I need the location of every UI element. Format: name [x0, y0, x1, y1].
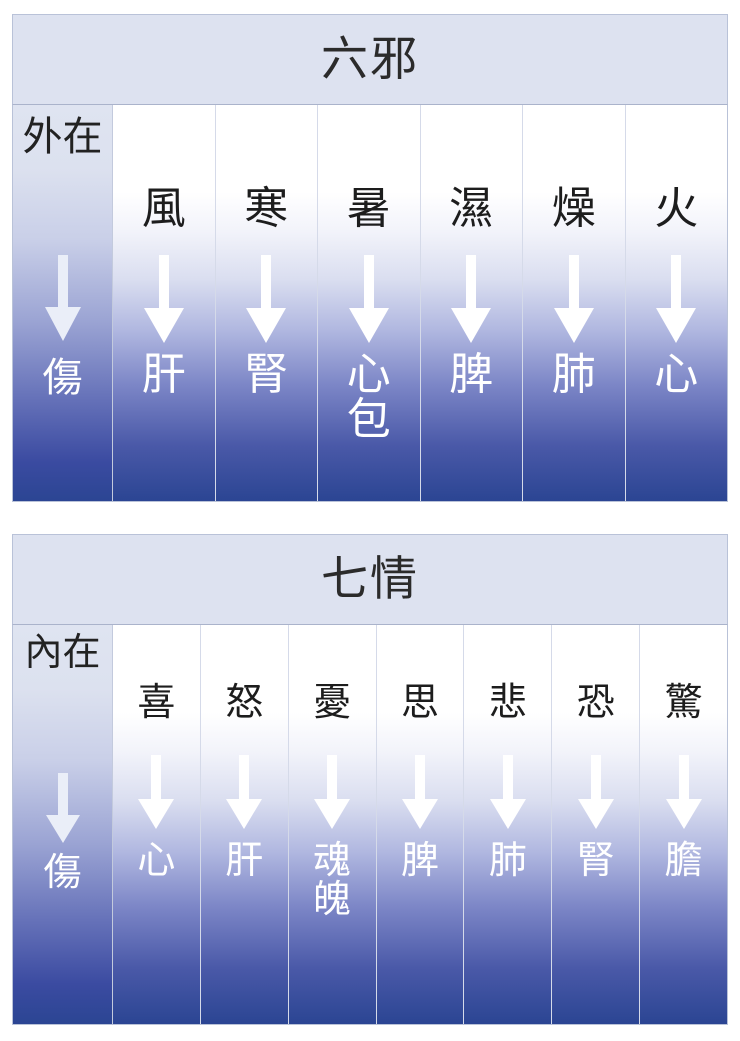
- down-arrow-icon: [224, 755, 264, 831]
- down-arrow-icon: [449, 255, 493, 345]
- label-column-internal: 內在 傷: [13, 625, 113, 1024]
- organ-text: 肺: [551, 349, 596, 400]
- cause-text: 悲: [488, 680, 527, 724]
- cause-text: 濕: [449, 183, 494, 234]
- column-zao: 燥 肺: [523, 105, 626, 501]
- label-column-bottom-text: 傷: [42, 355, 83, 401]
- down-arrow-icon: [244, 255, 288, 345]
- column-jing: 驚 膽: [640, 625, 728, 1024]
- cause-text: 怒: [225, 680, 264, 724]
- organ-text: 腎: [244, 349, 289, 400]
- cause-text: 火: [654, 183, 699, 234]
- column-you: 憂 魂 魄: [288, 625, 377, 1024]
- label-column-top-text: 外在: [22, 114, 103, 160]
- cause-text: 思: [400, 680, 439, 724]
- column-shu: 暑 心 包: [318, 105, 421, 501]
- cause-text: 驚: [664, 680, 703, 724]
- label-column-top-text: 內在: [24, 630, 101, 674]
- down-arrow-icon: [664, 755, 704, 831]
- table-liuxie: 六邪 外在 傷 風 肝 寒: [12, 14, 728, 502]
- table-liuxie-title: 六邪: [321, 31, 419, 87]
- organ-text: 肝: [225, 838, 264, 882]
- column-feng: 風 肝: [113, 105, 216, 501]
- down-arrow-icon: [552, 255, 596, 345]
- column-han: 寒 腎: [215, 105, 318, 501]
- table-qiqing-body: 內在 傷 喜 心 怒 肝: [12, 625, 728, 1025]
- organ-text: 肝: [141, 349, 186, 400]
- down-arrow-icon: [654, 255, 698, 345]
- organ-text: 心: [654, 349, 699, 400]
- down-arrow-icon: [347, 255, 391, 345]
- label-column-bottom-text: 傷: [43, 850, 82, 894]
- cause-text: 喜: [137, 680, 176, 724]
- organ-text: 魂 魄: [313, 838, 352, 921]
- organ-text: 脾: [449, 349, 494, 400]
- down-arrow-icon: [312, 755, 352, 831]
- organ-text: 肺: [488, 838, 527, 882]
- organ-text: 膽: [664, 838, 703, 882]
- column-shi: 濕 脾: [420, 105, 523, 501]
- cause-text: 燥: [551, 183, 596, 234]
- column-si: 思 脾: [376, 625, 465, 1024]
- cause-text: 憂: [313, 680, 352, 724]
- down-arrow-icon: [44, 773, 82, 845]
- table-liuxie-body: 外在 傷 風 肝 寒 腎: [12, 105, 728, 502]
- cause-text: 寒: [244, 183, 289, 234]
- down-arrow-icon: [488, 755, 528, 831]
- down-arrow-icon: [142, 255, 186, 345]
- cause-text: 恐: [576, 680, 615, 724]
- column-nu: 怒 肝: [200, 625, 289, 1024]
- column-huo: 火 心: [625, 105, 727, 501]
- table-qiqing-title: 七情: [321, 551, 419, 607]
- down-arrow-icon: [43, 255, 83, 343]
- column-xi: 喜 心: [113, 625, 201, 1024]
- organ-text: 心: [137, 838, 176, 882]
- table-liuxie-header: 六邪: [12, 14, 728, 105]
- down-arrow-icon: [400, 755, 440, 831]
- column-bei: 悲 肺: [464, 625, 553, 1024]
- down-arrow-icon: [136, 755, 176, 831]
- cause-text: 暑: [346, 183, 391, 234]
- table-qiqing: 七情 內在 傷 喜 心 怒: [12, 534, 728, 1025]
- organ-text: 心 包: [346, 349, 391, 445]
- label-column-external: 外在 傷: [13, 105, 113, 501]
- organ-text: 腎: [576, 838, 615, 882]
- cause-text: 風: [141, 183, 186, 234]
- organ-text: 脾: [400, 838, 439, 882]
- down-arrow-icon: [576, 755, 616, 831]
- table-qiqing-header: 七情: [12, 534, 728, 625]
- column-kong: 恐 腎: [552, 625, 641, 1024]
